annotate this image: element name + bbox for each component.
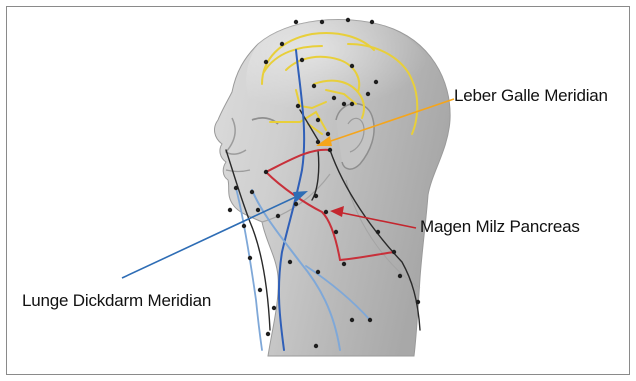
magen-milz-label: Magen Milz Pancreas xyxy=(420,217,580,237)
leber-galle-label: Leber Galle Meridian xyxy=(454,86,608,106)
lunge-dickdarm-label: Lunge Dickdarm Meridian xyxy=(22,291,211,311)
